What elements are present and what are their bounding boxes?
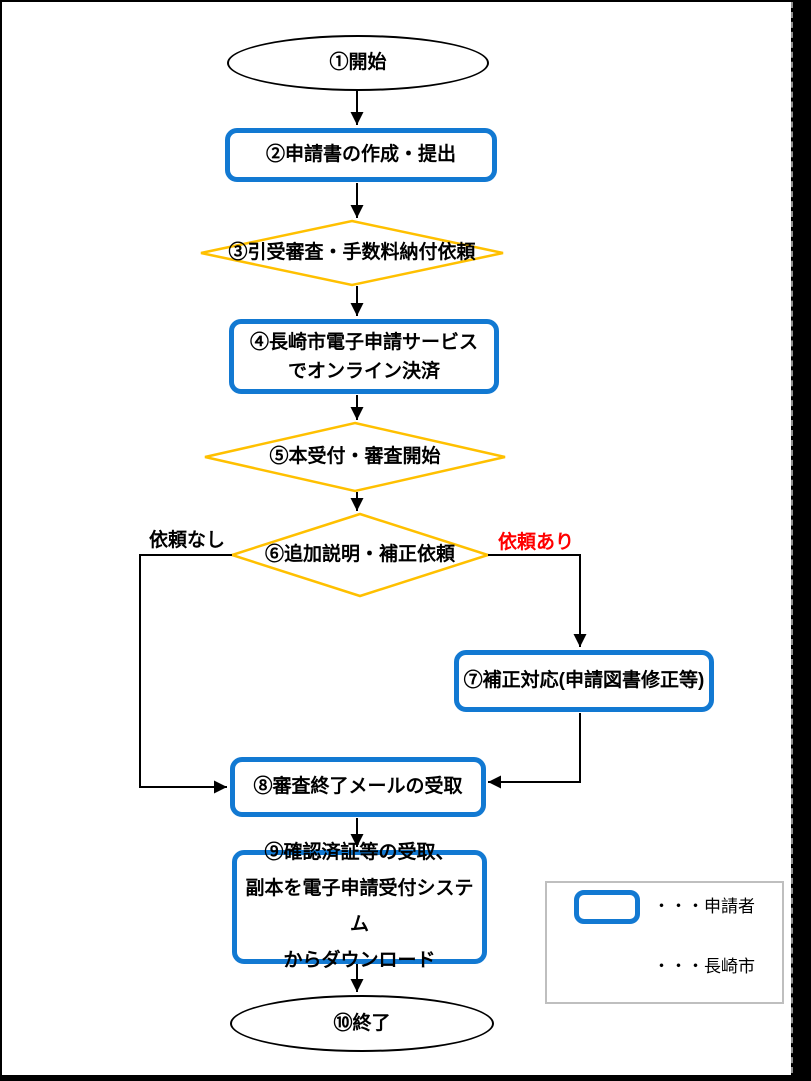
node-step3-label-box: ③引受審査・手数料納付依頼 — [202, 221, 502, 285]
scan-edge-bottom — [2, 1075, 811, 1081]
node-step2: ②申請書の作成・提出 — [225, 128, 497, 182]
diamond-step3 — [200, 219, 504, 287]
node-step4-label-line1: ④長崎市電子申請サービス — [249, 331, 478, 353]
node-step5-label-box: ⑤本受付・審査開始 — [205, 423, 505, 491]
node-start: ①開始 — [227, 35, 489, 91]
node-step8: ⑧審査終了メールの受取 — [230, 757, 486, 817]
branch-no-label: 依頼なし — [148, 529, 225, 551]
node-step7-label: ⑦補正対応(申請図書修正等) — [463, 670, 705, 692]
node-step8-label: ⑧審査終了メールの受取 — [253, 776, 463, 798]
arrow-branch-yes — [488, 554, 587, 647]
branch-yes-label: 依頼あり — [497, 531, 574, 553]
node-step5-label: ⑤本受付・審査開始 — [269, 446, 441, 468]
node-step6-label-box: ⑥追加説明・補正依頼 — [232, 514, 488, 596]
diamond-step6 — [227, 512, 493, 598]
node-end: ⑩終了 — [230, 995, 494, 1052]
node-step9-label-line1: ⑨確認済証等の受取、 — [264, 842, 455, 863]
diamond-step5 — [204, 421, 506, 493]
node-step7: ⑦補正対応(申請図書修正等) — [454, 650, 714, 712]
arrow-branch-no — [139, 554, 232, 794]
node-step3-label: ③引受審査・手数料納付依頼 — [228, 242, 476, 264]
legend-applicant-label: ・・・申請者 — [653, 896, 755, 916]
arrow-step7-to-step8 — [488, 713, 581, 789]
node-step9-label-line3: からダウンロード — [283, 950, 436, 971]
legend-city-label: ・・・長崎市 — [653, 956, 755, 976]
node-step9: ⑨確認済証等の受取、 副本を電子申請受付システム からダウンロード — [232, 842, 487, 971]
node-step4: ④長崎市電子申請サービス でオンライン決済 — [229, 319, 499, 394]
scan-edge-right — [791, 2, 811, 1081]
node-step4-label-line2: でオンライン決済 — [287, 360, 440, 382]
node-step2-label: ②申請書の作成・提出 — [265, 144, 456, 166]
node-end-label: ⑩終了 — [333, 1012, 391, 1034]
node-step9-label-line2: 副本を電子申請受付システム — [245, 878, 474, 935]
node-start-label: ①開始 — [329, 52, 387, 74]
node-step6-label: ⑥追加説明・補正依頼 — [264, 544, 455, 566]
legend-applicant-shape-icon — [574, 890, 640, 924]
